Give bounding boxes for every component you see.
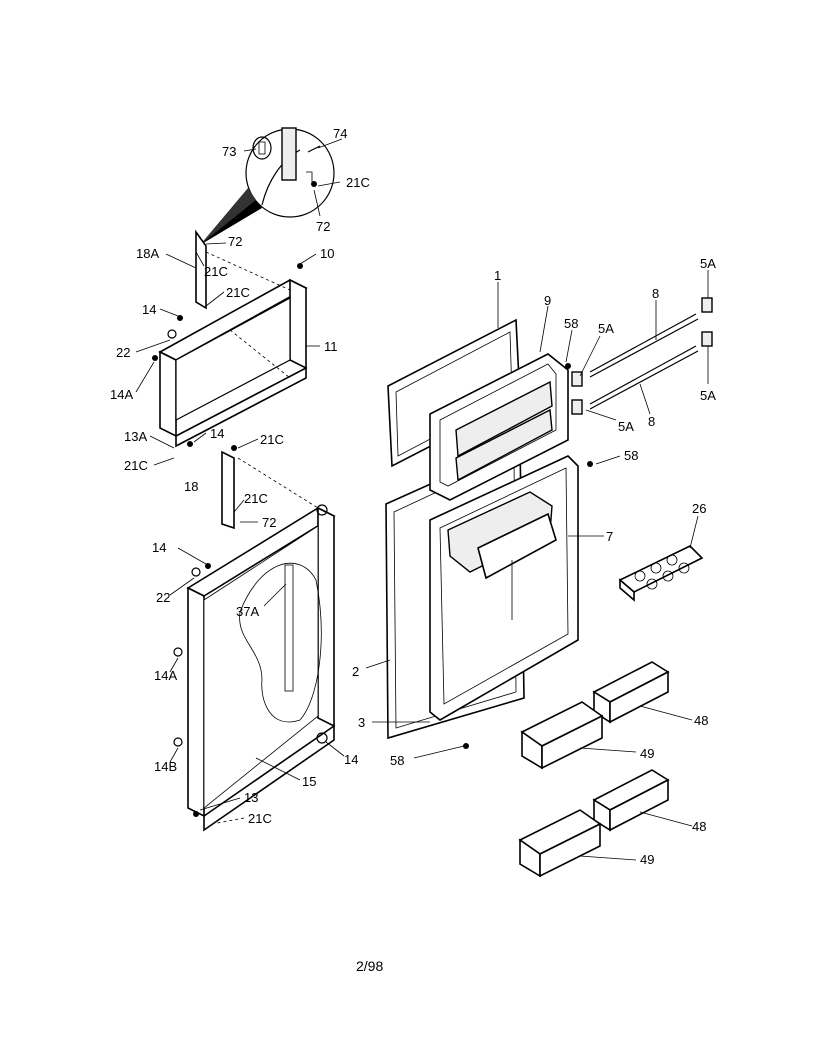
label-49: 49 xyxy=(640,852,654,867)
label-5a: 5A xyxy=(618,419,634,434)
egg-tray xyxy=(618,545,704,602)
label-14: 14 xyxy=(142,302,156,317)
label-8: 8 xyxy=(652,286,659,301)
label-58: 58 xyxy=(564,316,578,331)
label-5a: 5A xyxy=(598,321,614,336)
label-37a: 37A xyxy=(236,604,259,619)
label-14a: 14A xyxy=(110,387,133,402)
label-21c: 21C xyxy=(248,811,272,826)
label-21c: 21C xyxy=(226,285,250,300)
label-58: 58 xyxy=(390,753,404,768)
label-21c: 21C xyxy=(346,175,370,190)
label-7: 7 xyxy=(606,529,613,544)
label-22: 22 xyxy=(156,590,170,605)
label-14: 14 xyxy=(344,752,358,767)
label-9: 9 xyxy=(544,293,551,308)
label-8: 8 xyxy=(648,414,655,429)
hardware-screws xyxy=(152,263,593,817)
page-number: 2/98 xyxy=(356,958,384,974)
detail-magnifier xyxy=(200,127,335,245)
label-14: 14 xyxy=(152,540,166,555)
label-48: 48 xyxy=(694,713,708,728)
label-22: 22 xyxy=(116,345,130,360)
label-21c: 21C xyxy=(260,432,284,447)
door-bin-lower-right xyxy=(592,769,670,832)
label-21c: 21C xyxy=(244,491,268,506)
label-13a: 13A xyxy=(124,429,147,444)
label-3: 3 xyxy=(358,715,365,730)
label-73: 73 xyxy=(222,144,236,159)
door-bin-lower-left xyxy=(518,809,602,878)
label-21c: 21C xyxy=(124,458,148,473)
label-74: 74 xyxy=(333,126,347,141)
label-13: 13 xyxy=(244,790,258,805)
label-49: 49 xyxy=(640,746,654,761)
fresh-food-door-liner xyxy=(429,455,579,721)
label-18a: 18A xyxy=(136,246,159,261)
label-72: 72 xyxy=(262,515,276,530)
label-10: 10 xyxy=(320,246,334,261)
label-1: 1 xyxy=(494,268,501,283)
label-5a: 5A xyxy=(700,256,716,271)
label-72: 72 xyxy=(228,234,242,249)
label-26: 26 xyxy=(692,501,706,516)
label-2: 2 xyxy=(352,664,359,679)
label-48: 48 xyxy=(692,819,706,834)
door-bin-upper-left xyxy=(520,701,604,770)
label-14: 14 xyxy=(210,426,224,441)
freezer-door-liner xyxy=(429,353,569,501)
label-11: 11 xyxy=(324,339,338,354)
lower-hinge-strip xyxy=(221,450,319,530)
fresh-food-door-frame xyxy=(186,504,336,832)
label-18: 18 xyxy=(184,479,198,494)
label-15: 15 xyxy=(302,774,316,789)
label-5a: 5A xyxy=(700,388,716,403)
callout-labels: 74 73 21C 72 72 18A 21C 10 21C 14 11 22 … xyxy=(110,126,716,867)
label-58: 58 xyxy=(624,448,638,463)
freezer-door-frame xyxy=(158,278,308,448)
label-21c: 21C xyxy=(204,264,228,279)
shelf-bars xyxy=(571,297,713,415)
door-bin-upper-right xyxy=(592,661,670,724)
upper-hinge-strip xyxy=(195,229,291,310)
label-72: 72 xyxy=(316,219,330,234)
leader-lines xyxy=(135,138,709,861)
label-14b: 14B xyxy=(154,759,177,774)
label-14a: 14A xyxy=(154,668,177,683)
